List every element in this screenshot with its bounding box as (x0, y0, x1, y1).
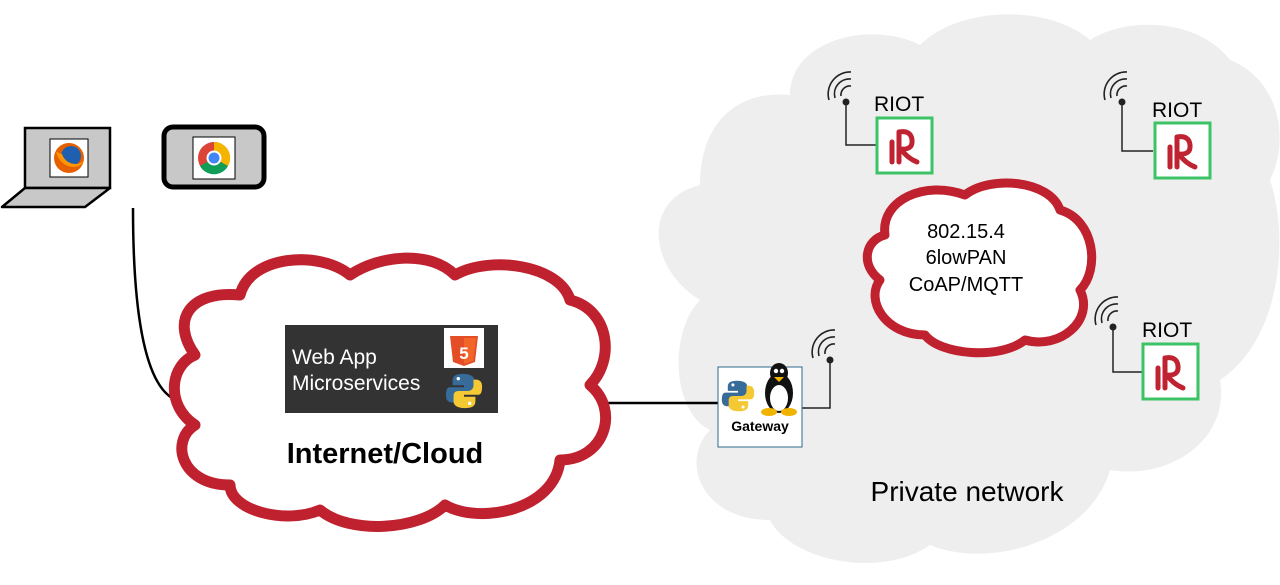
app-box-line2: Microservices (292, 372, 420, 395)
app-box-line1: Web App (292, 346, 377, 369)
riot-label: RIOT (874, 93, 924, 116)
chrome-icon (192, 136, 236, 180)
protocol-line1: 802.15.4 (927, 221, 1005, 243)
private-network-label: Private network (871, 476, 1065, 507)
riot-node: RIOT (1094, 296, 1198, 399)
html5-tag: 5 (459, 344, 468, 363)
riot-label: RIOT (1142, 319, 1192, 342)
protocol-line2: 6lowPAN (926, 247, 1007, 269)
laptop-icon (0, 126, 112, 209)
riot-label: RIOT (1152, 99, 1202, 122)
gateway-node: Gateway (717, 329, 836, 448)
html5-icon: 5 (444, 328, 484, 368)
web-app-box: Web App Microservices 5 (285, 325, 498, 413)
riot-logo-icon (1143, 344, 1198, 399)
protocol-cloud: 802.15.4 6lowPAN CoAP/MQTT (862, 178, 1097, 358)
firefox-icon (49, 138, 89, 178)
riot-logo-icon (877, 118, 932, 173)
internet-cloud-label: Internet/Cloud (287, 438, 484, 470)
tux-penguin-icon (761, 363, 797, 416)
tablet-icon (161, 124, 267, 190)
protocol-line3: CoAP/MQTT (909, 274, 1023, 296)
gateway-label: Gateway (731, 418, 789, 434)
riot-node: RIOT (827, 71, 932, 173)
riot-node: RIOT (1103, 71, 1210, 178)
riot-logo-icon (1155, 123, 1210, 178)
